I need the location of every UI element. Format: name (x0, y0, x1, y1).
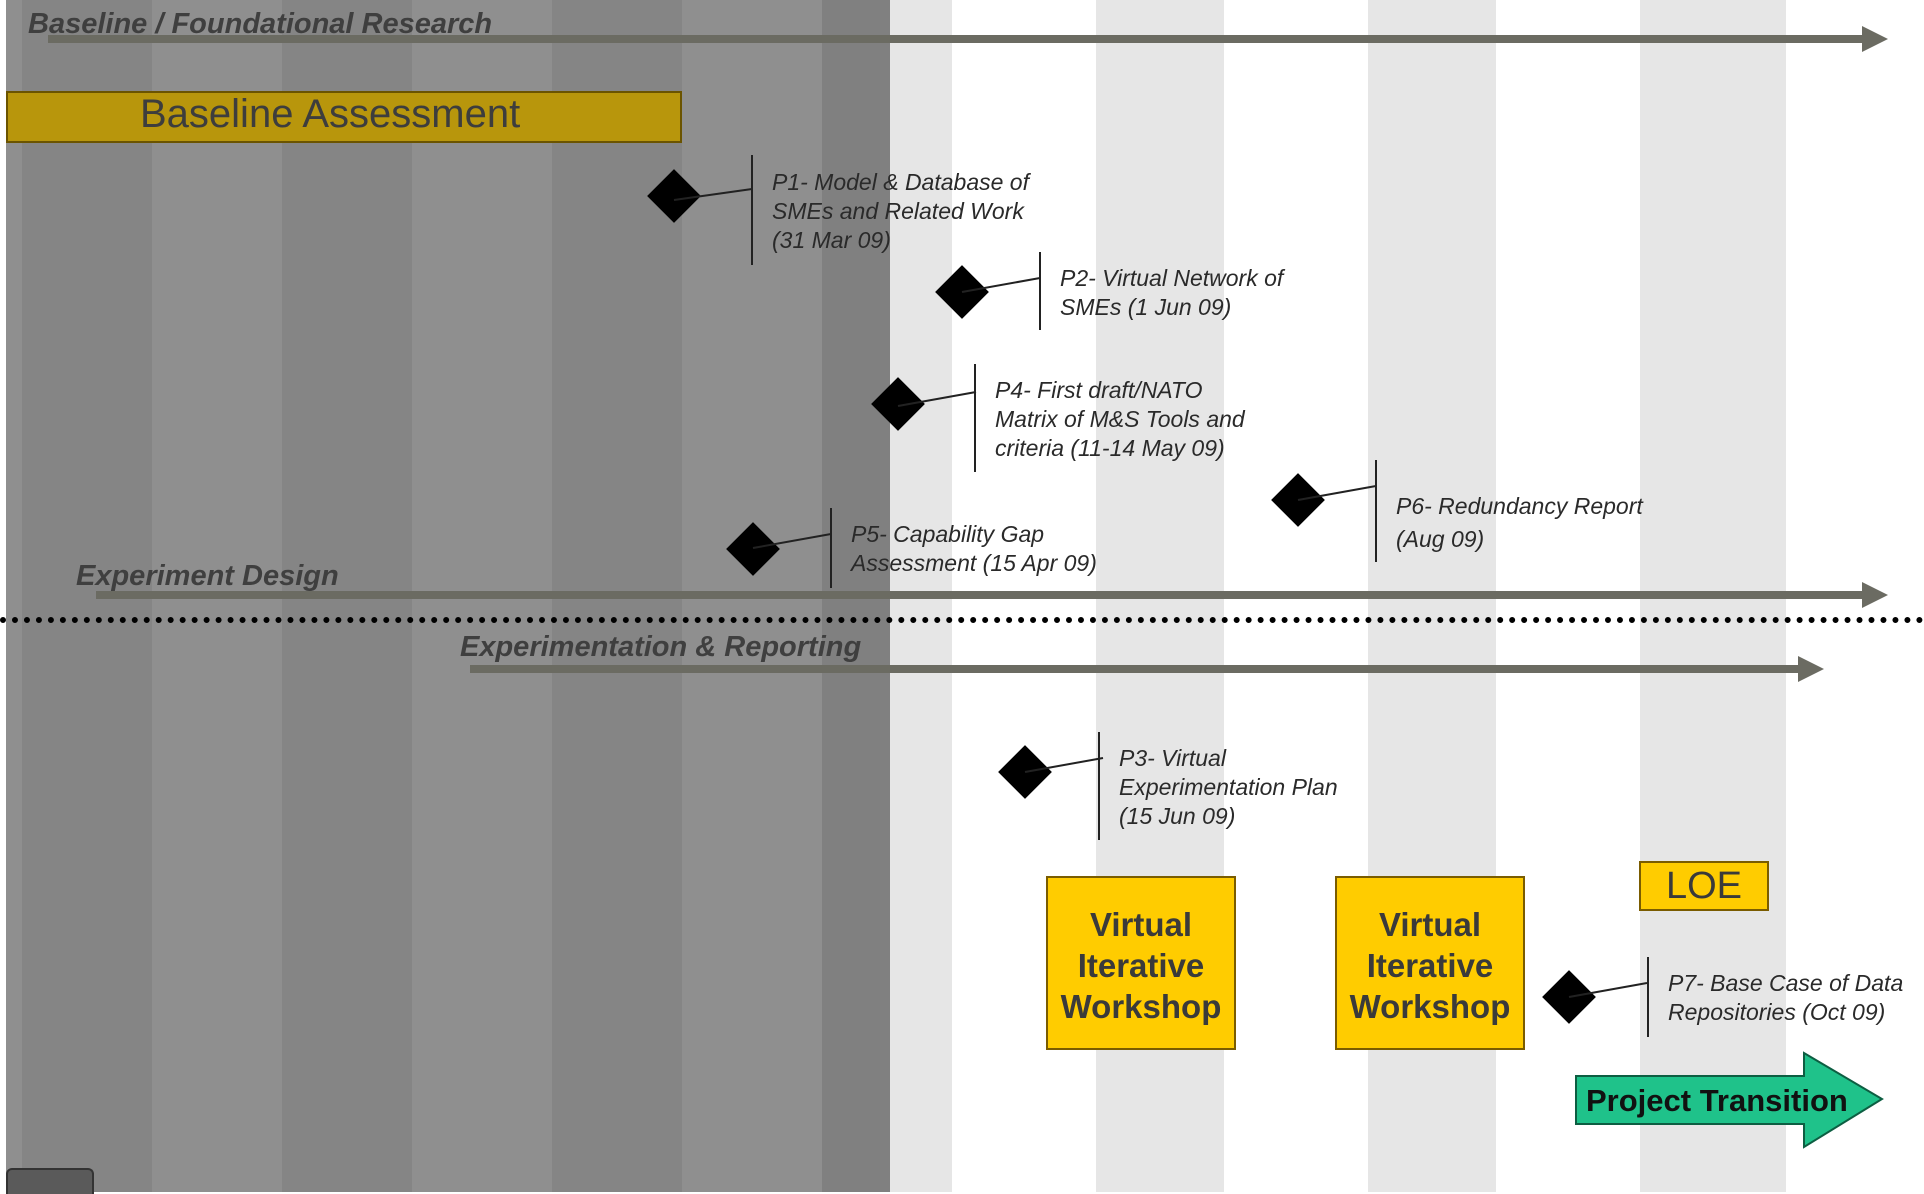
milestone-p3-connector (1024, 757, 1104, 773)
milestone-p7-connector (1568, 982, 1648, 998)
experiment-design-arrow-head (1862, 582, 1888, 608)
experiment-design-arrow-line (96, 591, 1864, 599)
lane-label-baseline: Baseline / Foundational Research (28, 8, 493, 40)
baseline-assessment-label: Baseline Assessment (140, 92, 521, 136)
lane-label-experiment-design: Experiment Design (76, 560, 339, 592)
milestone-p6-label: P6- Redundancy Report(Aug 09) (1396, 493, 1643, 552)
milestone-p1-connector (673, 188, 753, 201)
milestone-p6-connector (1297, 485, 1377, 501)
milestone-p4-bar (974, 364, 976, 472)
milestone-p2-connector (961, 277, 1041, 293)
milestone-p5-bar (830, 508, 832, 588)
baseline-arrow-line (48, 35, 1864, 43)
experimentation-arrow-line (470, 665, 1800, 673)
lane-label-experimentation: Experimentation & Reporting (460, 631, 862, 663)
milestone-p1-bar (751, 155, 753, 265)
milestone-p5-connector (752, 533, 832, 549)
baseline-assessment-bar (6, 91, 682, 143)
milestone-p7-bar (1647, 957, 1649, 1037)
milestone-p3-bar (1098, 732, 1100, 840)
milestone-p6-bar (1375, 460, 1377, 562)
milestone-p2-bar (1039, 252, 1041, 330)
milestone-p4-connector (897, 391, 977, 407)
experimentation-arrow-head (1798, 656, 1824, 682)
phase-divider (0, 617, 1924, 623)
logo-emblem (6, 1168, 94, 1194)
loe-box: LOE (1639, 861, 1769, 911)
baseline-arrow-head (1862, 26, 1888, 52)
project-transition-label: Project Transition (1586, 1083, 1848, 1118)
project-transition-arrow (1575, 1051, 1884, 1149)
